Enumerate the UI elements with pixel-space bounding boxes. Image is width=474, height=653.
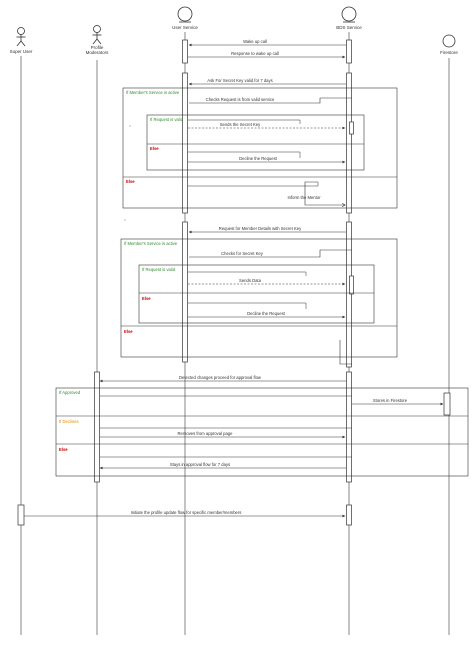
msg-request-member-details: Request for Member Details with Secret K… <box>219 226 302 231</box>
msg-checks-key-path <box>189 249 352 258</box>
activation-user-service-3 <box>182 221 188 363</box>
msg-checks-valid-path <box>189 97 352 104</box>
activations <box>17 39 451 526</box>
stray-marks <box>124 125 131 221</box>
fragment-approved <box>55 387 469 477</box>
msg-decline-request-1: Decline the Request <box>239 156 278 161</box>
guard-else-inner-2: Else <box>142 296 151 301</box>
activation-bds-service-3b <box>349 275 354 295</box>
msg-stores-firestore: Stores in Firestore <box>373 398 408 403</box>
guard-request-valid-1: If Request is valid <box>150 117 184 122</box>
guard-member-active-1: If Member's Service is active <box>126 90 180 95</box>
msg-sends-secret-key: Sends the Secret Key <box>220 122 261 127</box>
activation-bds-service-2 <box>346 72 352 214</box>
database-firestore: Firestore <box>440 34 458 55</box>
activation-bds-service-2b <box>349 121 354 135</box>
activation-bds-service-4 <box>346 371 352 483</box>
activation-profile-moderators <box>94 371 100 483</box>
msg-inform-mentor-path <box>304 181 345 205</box>
activation-bds-service-3 <box>346 221 352 368</box>
msg-stays-approval: Stays in approval flow for 7 days <box>170 462 230 467</box>
msg-initiate-profile-update: Initiate the profile update flow for spe… <box>131 510 242 515</box>
bds-service-label: BDS Service <box>336 25 362 30</box>
super-user-label: Super User <box>10 49 33 54</box>
user-service-label: User Service <box>172 25 198 30</box>
entity-bds-service: BDS Service <box>336 6 362 30</box>
activation-user-service-1 <box>182 39 188 64</box>
guard-approved: If Approved <box>59 390 81 395</box>
messages <box>24 43 444 518</box>
guard-else-inner-1: Else <box>150 146 159 151</box>
message-labels: Wake up call Response to wake up call As… <box>131 39 408 515</box>
msg-decline-request-2: Decline the Request <box>247 311 286 316</box>
actor-profile-moderators: Profile Moderators <box>85 25 109 55</box>
activation-bds-service-1 <box>346 39 352 64</box>
fragment-member-active-2 <box>120 238 398 358</box>
guard-else-3: Else <box>59 447 68 452</box>
msg-wake-up-call: Wake up call <box>243 39 267 44</box>
actor-super-user: Super User <box>10 27 33 54</box>
fragment-request-valid-1 <box>146 114 365 171</box>
fragment-request-valid-2 <box>138 264 375 324</box>
profile-moderators-label: Profile Moderators <box>85 45 109 55</box>
msg-removes-approval: Removes from approval page <box>178 431 234 436</box>
firestore-label: Firestore <box>440 50 458 55</box>
activation-bds-service-5 <box>346 504 352 526</box>
guard-request-valid-2: If Request is valid <box>142 267 176 272</box>
entity-user-service: User Service <box>172 6 198 30</box>
msg-checks-secret-key: Checks for Secret Key <box>221 251 264 256</box>
fragment-guards: If Member's Service is active If Request… <box>59 90 184 452</box>
activation-super-user <box>17 504 25 526</box>
guard-member-active-2: If Member's Service is active <box>124 241 178 246</box>
guard-else-outer-1: Else <box>126 179 135 184</box>
fragments <box>55 87 469 477</box>
msg-ask-secret-key: Ask For Secret Key valid for 7 days <box>207 78 272 83</box>
guard-declines: If Declines <box>59 419 79 424</box>
activation-user-service-2 <box>182 72 188 214</box>
activation-firestore <box>443 392 451 416</box>
msg-sends-data: Sends Data <box>239 278 262 283</box>
msg-inform-mentor: Inform the Mentor <box>287 195 321 200</box>
msg-response-wake-up: Response to wake up call <box>231 51 279 56</box>
fragment-member-active-1 <box>122 87 398 209</box>
guard-else-outer-2: Else <box>124 329 133 334</box>
msg-checks-request-valid: Checks Request is from valid service <box>206 97 275 102</box>
msg-detected-changes: Detected changes proceed for approval fl… <box>179 375 262 380</box>
